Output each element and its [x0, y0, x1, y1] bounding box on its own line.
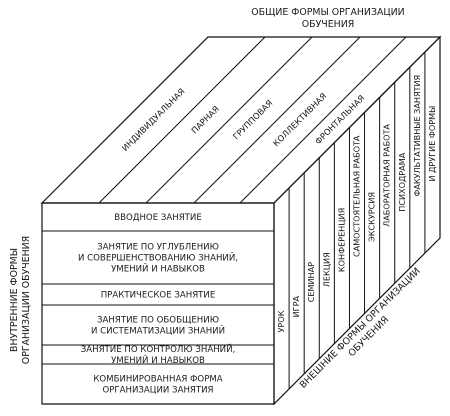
internal-form-label: ПРАКТИЧЕСКОЕ ЗАНЯТИЕ [101, 291, 216, 301]
internal-form-item: ПРАКТИЧЕСКОЕ ЗАНЯТИЕ [101, 291, 216, 301]
top-title-line-1: ОБЩИЕ ФОРМЫ ОРГАНИЗАЦИИ [251, 7, 404, 18]
external-form-label: ЛЕКЦИЯ [321, 252, 331, 287]
top-strip-dividers [98, 36, 407, 204]
external-form-label: КОНФЕРЕНЦИЯ [336, 208, 346, 272]
side-strip-dividers [288, 52, 426, 389]
external-form-label: И ДРУГИЕ ФОРМЫ [427, 106, 437, 182]
general-form-label: ГРУППОВАЯ [231, 98, 275, 142]
internal-form-item: ЗАНЯТИЕ ПО КОНТРОЛЮ ЗНАНИЙ,УМЕНИЙ И НАВЫ… [81, 343, 236, 366]
external-form-label: ПСИХОДРАМА [397, 152, 407, 211]
top-divider [193, 36, 361, 204]
internal-form-label: И СИСТЕМАТИЗАЦИИ ЗНАНИЙ [91, 325, 225, 337]
general-form-label: ИНДИВИДУАЛЬНАЯ [120, 86, 187, 153]
external-form-label: ФАКУЛЬТАТИВНЫЕ ЗАНЯТИЯ [412, 75, 422, 197]
front-row-dividers [42, 230, 274, 365]
internal-form-label: ОРГАНИЗАЦИИ ЗАНЯТИЯ [102, 386, 213, 396]
internal-form-label: УМЕНИЙ И НАВЫКОВ [111, 263, 205, 275]
external-form-label: ИГРА [291, 295, 301, 317]
top-divider [145, 36, 313, 204]
external-form-label: САМОСТОЯТЕЛЬНАЯ РАБОТА [352, 135, 362, 257]
side-face [273, 35, 441, 406]
left-title: ВНУТРЕННИЕ ФОРМЫ ОРГАНИЗАЦИИ ОБУЧЕНИЯ [9, 236, 32, 364]
external-forms-list: УРОК ИГРА СЕМИНАР ЛЕКЦИЯ КОНФЕРЕНЦИЯ САМОСТОЯ… [276, 75, 437, 333]
internal-form-label: ЗАНЯТИЕ ПО ОБОБЩЕНИЮ [97, 316, 219, 326]
bottom-title-line-1: ВНЕШНИЕ ФОРМЫ ОРГАНИЗАЦИИ [298, 266, 423, 391]
left-title-line-1: ВНУТРЕННИЕ ФОРМЫ [9, 248, 20, 352]
external-form-label: УРОК [276, 310, 286, 332]
top-face [40, 36, 442, 204]
top-title: ОБЩИЕ ФОРМЫ ОРГАНИЗАЦИИ ОБУЧЕНИЯ [251, 7, 404, 30]
internal-form-label: ВВОДНОЕ ЗАНЯТИЕ [114, 213, 202, 223]
top-divider [98, 36, 266, 204]
cube-outline [40, 35, 442, 406]
internal-form-label: КОМБИНИРОВАННАЯ ФОРМА [93, 375, 222, 385]
external-form-label: СЕМИНАР [306, 262, 316, 302]
left-title-line-2: ОРГАНИЗАЦИИ ОБУЧЕНИЯ [21, 236, 32, 364]
internal-form-item: ВВОДНОЕ ЗАНЯТИЕ [114, 213, 202, 223]
external-form-label: ЛАБОРАТОРНАЯ РАБОТА [382, 124, 392, 227]
internal-form-label: И СОВЕРШЕНСТВОВАНИЮ ЗНАНИЙ, [78, 252, 238, 264]
internal-form-label: ЗАНЯТИЕ ПО УГЛУБЛЕНИЮ [97, 243, 219, 253]
external-form-label: ЭКСКУРСИЯ [367, 192, 377, 242]
top-title-line-2: ОБУЧЕНИЯ [302, 19, 354, 30]
internal-form-label: УМЕНИЙ И НАВЫКОВ [111, 354, 205, 366]
top-divider [239, 36, 407, 204]
internal-form-label: ЗАНЯТИЕ ПО КОНТРОЛЮ ЗНАНИЙ, [81, 343, 236, 355]
